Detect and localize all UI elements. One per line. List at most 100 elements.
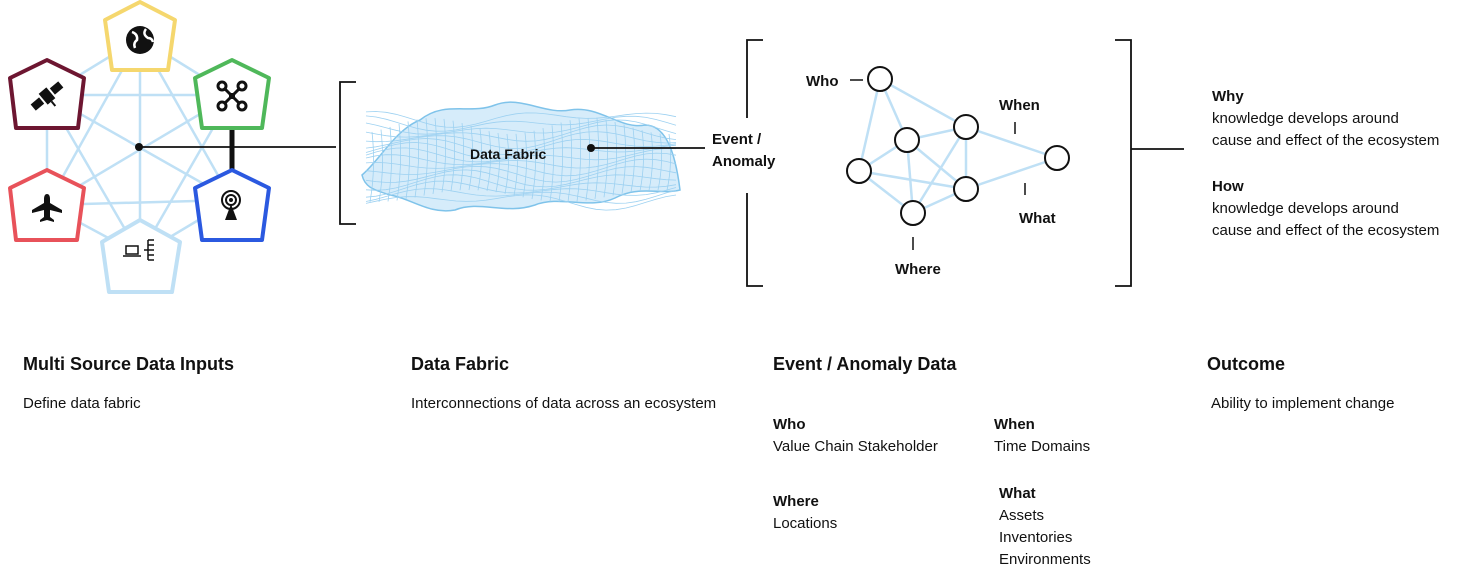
mesh-line xyxy=(365,194,677,211)
mesh-line xyxy=(365,188,677,204)
event-what-title: What xyxy=(999,485,1036,502)
mesh-line xyxy=(666,133,671,191)
event-label-line-1: Event / xyxy=(712,131,762,148)
mesh-line xyxy=(549,125,554,202)
satellite-icon xyxy=(30,81,64,111)
fabric-label: Data Fabric xyxy=(470,146,546,162)
mesh-line xyxy=(468,125,473,191)
bracket-fabric-left xyxy=(339,81,356,225)
event-what-value-1: Assets xyxy=(999,507,1045,524)
outcome-title: Outcome xyxy=(1207,354,1286,374)
mesh-line xyxy=(396,123,401,201)
mesh-line xyxy=(450,120,455,192)
event-what-value-3: Environments xyxy=(999,551,1091,568)
mesh-line xyxy=(630,127,635,193)
mesh-line xyxy=(365,180,677,198)
event-who-title: Who xyxy=(773,416,806,433)
inputs-desc: Define data fabric xyxy=(23,395,141,412)
graph-label-where: Where xyxy=(895,261,941,278)
outcome-desc: Ability to implement change xyxy=(1211,395,1395,412)
mesh-line xyxy=(365,152,677,169)
mesh-line xyxy=(365,119,677,135)
graph-node-where xyxy=(900,200,926,226)
mesh-line xyxy=(441,118,446,193)
mesh-line xyxy=(378,129,383,202)
event-label-line-2: Anomaly xyxy=(712,153,776,170)
event-where-value: Locations xyxy=(773,515,838,532)
graph-node xyxy=(953,114,979,140)
mesh-line xyxy=(639,130,644,192)
mesh-line xyxy=(531,130,536,200)
graph-node xyxy=(846,158,872,184)
mesh-line xyxy=(414,119,419,198)
mesh-line xyxy=(365,131,677,150)
radio-tower-icon xyxy=(221,190,241,220)
mesh-line xyxy=(387,126,392,202)
event-graph-nodes xyxy=(846,66,1070,226)
fabric-title: Data Fabric xyxy=(411,354,510,374)
mesh-line xyxy=(504,133,509,194)
outcome-why-text-1: knowledge develops around xyxy=(1212,110,1399,127)
mesh-line xyxy=(495,132,500,193)
mesh-line xyxy=(522,132,527,198)
event-when-value: Time Domains xyxy=(994,438,1091,455)
mesh-line xyxy=(365,138,677,155)
source-node-tower xyxy=(193,168,271,242)
source-node-globe xyxy=(103,0,177,72)
event-where-title: Where xyxy=(773,493,819,510)
outcome-why-text-2: cause and effect of the ecosystem xyxy=(1212,132,1439,149)
inputs-title: Multi Source Data Inputs xyxy=(23,354,235,374)
mesh-line xyxy=(603,119,608,198)
mesh-line xyxy=(648,132,653,191)
graph-node xyxy=(894,127,920,153)
graph-node-when-what xyxy=(1044,145,1070,171)
source-node-laptop xyxy=(100,218,182,294)
graph-node-who xyxy=(867,66,893,92)
mesh-line xyxy=(477,128,482,191)
airplane-icon xyxy=(32,194,62,222)
event-title: Event / Anomaly Data xyxy=(773,354,957,374)
outcome-why-title: Why xyxy=(1212,88,1244,105)
mesh-line xyxy=(459,123,464,191)
laptop-network-icon xyxy=(123,239,154,261)
mesh-line xyxy=(365,174,677,191)
bracket-event-left-bottom xyxy=(746,193,763,287)
mesh-line xyxy=(369,131,374,202)
bracket-event-right xyxy=(1115,39,1132,287)
graph-label-ticks xyxy=(850,79,1026,250)
drone-icon xyxy=(216,80,248,112)
mesh-line xyxy=(513,133,518,196)
mesh-line xyxy=(432,118,437,194)
source-node-satellite xyxy=(8,58,86,130)
outcome-how-text-2: cause and effect of the ecosystem xyxy=(1212,222,1439,239)
mesh-line xyxy=(540,128,545,201)
mesh-line xyxy=(365,111,677,128)
graph-node xyxy=(953,176,979,202)
mesh-line xyxy=(621,124,626,194)
mesh-line xyxy=(365,147,677,163)
mesh-line xyxy=(423,118,428,196)
graph-label-when: When xyxy=(999,97,1040,114)
bracket-event-left-top xyxy=(746,39,763,118)
event-who-value: Value Chain Stakeholder xyxy=(773,438,938,455)
mesh-line xyxy=(486,131,491,192)
mesh-line xyxy=(365,158,677,177)
event-what-value-2: Inventories xyxy=(999,529,1073,546)
mesh-line xyxy=(405,121,410,200)
graph-label-who: Who xyxy=(806,73,838,90)
mesh-line xyxy=(594,118,599,200)
mesh-line xyxy=(612,121,617,196)
event-when-title: When xyxy=(994,416,1035,433)
graph-label-what: What xyxy=(1019,210,1056,227)
mesh-line xyxy=(657,133,662,191)
source-node-airplane xyxy=(8,168,86,242)
source-node-drone xyxy=(193,58,271,130)
mesh-line xyxy=(558,122,563,202)
mesh-line xyxy=(567,120,572,202)
outcome-how-text-1: knowledge develops around xyxy=(1212,200,1399,217)
fabric-desc: Interconnections of data across an ecosy… xyxy=(411,395,717,412)
globe-icon xyxy=(126,26,155,54)
outcome-how-title: How xyxy=(1212,178,1244,195)
mesh-line xyxy=(576,118,581,202)
